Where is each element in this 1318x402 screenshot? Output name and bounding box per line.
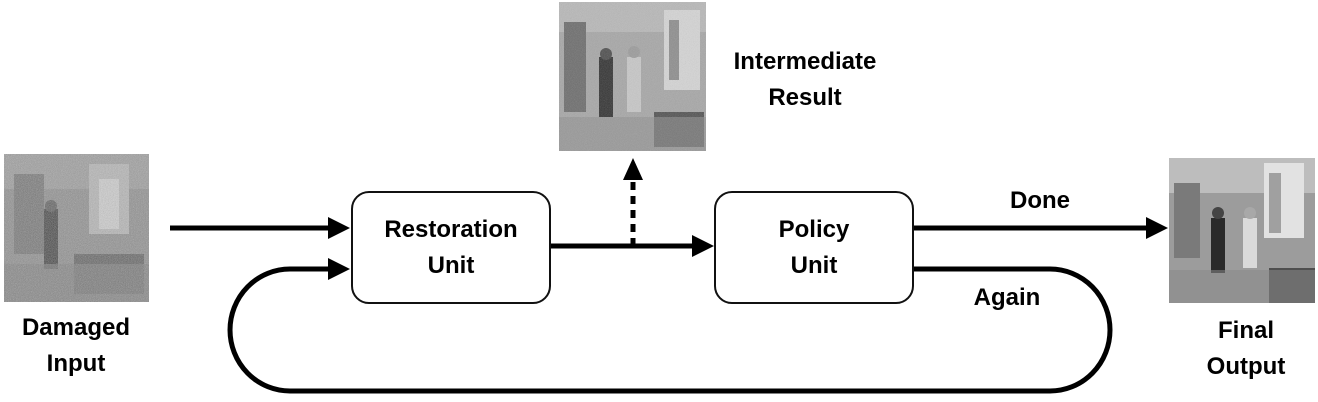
damaged-input-label-line1: Damaged [21, 314, 131, 341]
arrow-again-loop [227, 258, 1113, 394]
policy-unit-label-line2: Unit [790, 251, 838, 279]
damaged-input-image [4, 154, 149, 302]
policy-unit-box: Policy Unit [714, 191, 914, 304]
arrow-restoration-to-policy [550, 235, 714, 257]
restoration-unit-label-line1: Restoration [384, 215, 518, 243]
policy-unit-label-line1: Policy [778, 215, 850, 243]
restoration-unit-box: Restoration Unit [351, 191, 551, 304]
restoration-unit-label-line2: Unit [427, 251, 475, 279]
final-output-image [1169, 158, 1315, 303]
damaged-input-label: Damaged Input [0, 310, 152, 382]
again-label: Again [973, 284, 1041, 311]
arrow-to-intermediate-dashed [623, 158, 643, 246]
arrow-input-to-restoration [170, 217, 350, 239]
final-output-label-line1: Final [1217, 317, 1274, 344]
final-output-label: Final Output [1180, 313, 1312, 385]
done-label: Done [1010, 187, 1070, 214]
damaged-input-label-line2: Input [46, 350, 106, 377]
arrow-done [912, 217, 1168, 239]
intermediate-label-line2: Result [768, 84, 842, 111]
intermediate-result-image [559, 2, 706, 151]
final-output-label-line2: Output [1206, 353, 1286, 380]
intermediate-label-line1: Intermediate [733, 48, 877, 75]
intermediate-result-label: Intermediate Result [714, 44, 896, 116]
